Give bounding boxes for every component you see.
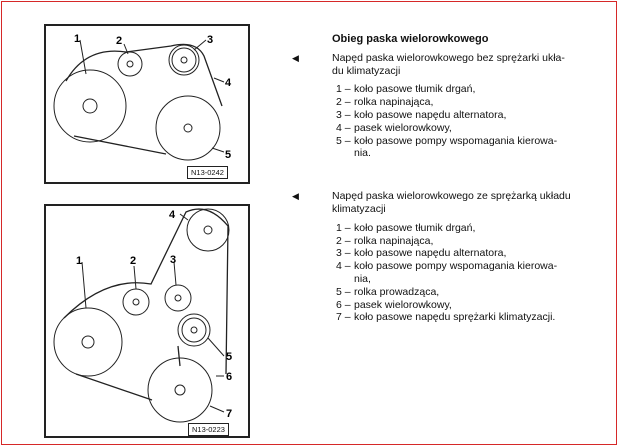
list-item: 4 –koło pasowe pompy wspomagania kierowa… [336,260,558,273]
section2-list: 1 –koło pasowe tłumik drgań, 2 –rolka na… [288,222,588,324]
list-item: 3 –koło pasowe napędu alternatora, [336,108,507,121]
belt-diagram-1: 1 2 3 4 5 [53,33,232,161]
idler-roller [177,313,211,347]
list-item: 2 –rolka napinająca, [336,234,434,247]
list-item: 5 –rolka prowadząca, [336,285,440,298]
list-item: nia, [354,272,371,285]
section1-heading-line2: du klimatyzacji [332,64,401,77]
tensioner-roller [117,51,143,77]
crankshaft-pulley [53,69,127,143]
list-item: 5 –koło pasowe pompy wspomagania kierowa… [336,134,558,147]
section2-heading: ◀ Napęd paska wielorowkowego ze sprężark… [288,190,588,216]
callout-4: 4 [169,209,176,221]
callout-3: 3 [170,254,176,266]
callout-1: 1 [76,255,82,267]
alternator-pulley [164,284,192,312]
ac-compressor-pulley [147,357,213,423]
figure-code: N13-0242 [187,166,228,179]
callout-2: 2 [130,255,136,267]
page-title: Obieg paska wielorowkowego [332,33,489,45]
callout-7: 7 [226,408,232,420]
list-item: nia. [354,147,371,160]
figure-code: N13-0223 [188,423,229,436]
arrow-left-icon: ◀ [292,191,299,202]
arrow-left-icon: ◀ [292,52,299,63]
figure-belt-with-ac: 1 2 3 4 5 6 7 N13-0223 [44,204,250,438]
section1-list: 1 –koło pasowe tłumik drgań, 2 –rolka na… [288,83,588,160]
callout-5: 5 [225,149,231,161]
crankshaft-pulley [53,307,123,377]
list-item: 3 –koło pasowe napędu alternatora, [336,247,507,260]
callout-6: 6 [226,371,232,383]
list-item: 1 –koło pasowe tłumik drgań, [336,221,476,234]
section1-heading: ◀ Napęd paska wielorowkowego bez sprężar… [288,52,588,78]
callout-4: 4 [225,77,232,89]
list-item: 6 –pasek wielorowkowy, [336,298,452,311]
belt-diagram-2: 1 2 3 4 5 6 7 [53,208,232,423]
callout-3: 3 [207,34,213,46]
section2-heading-line2: klimatyzacji [332,202,386,215]
list-item: 7 –koło pasowe napędu sprężarki klimatyz… [336,311,556,324]
figure-belt-without-ac: 1 2 3 4 5 N13-0242 [44,24,250,184]
callout-5: 5 [226,351,232,363]
list-item: 4 –pasek wielorowkowy, [336,121,452,134]
section2-heading-line1: Napęd paska wielorowkowego ze sprężarką … [332,190,571,203]
callout-2: 2 [116,35,122,47]
callout-1: 1 [74,33,80,45]
tensioner-roller [122,288,150,316]
power-steering-pulley [186,208,230,252]
text-column: Obieg paska wielorowkowego ◀ Napęd paska… [288,33,588,324]
list-item: 1 –koło pasowe tłumik drgań, [336,83,476,96]
list-item: 2 –rolka napinająca, [336,96,434,109]
power-steering-pulley [155,95,221,161]
section1-heading-line1: Napęd paska wielorowkowego bez sprężarki… [332,51,565,64]
